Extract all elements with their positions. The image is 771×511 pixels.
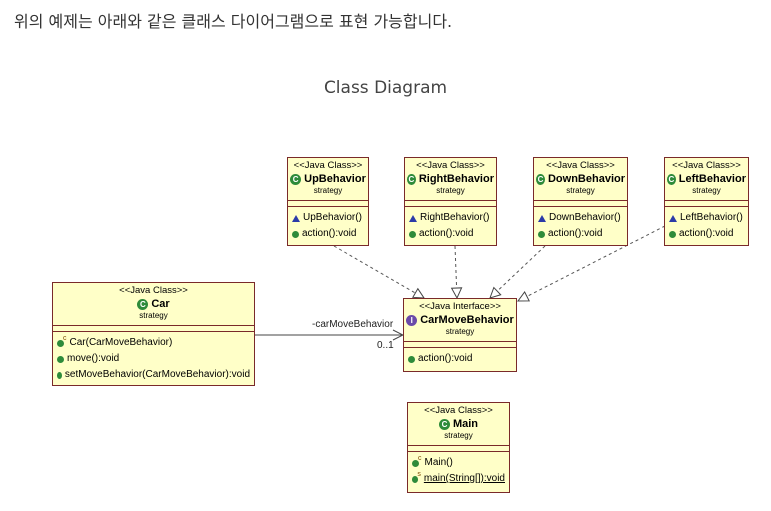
method-label: action():void [302, 228, 357, 239]
method-label: action():void [548, 228, 603, 239]
public-method-icon [57, 355, 64, 363]
interface-name: CarMoveBehavior [420, 314, 514, 326]
stereotype-label: <<Java Interface>> [419, 301, 501, 312]
public-method-icon [409, 230, 416, 238]
class-icon: C [137, 298, 149, 310]
constructor-label: Main() [424, 457, 453, 468]
constructor-label: UpBehavior() [303, 212, 362, 223]
constructor-icon [409, 214, 417, 222]
class-name: Car [151, 298, 170, 310]
method-label: main(String[]):void [423, 473, 505, 484]
method-label: action():void [419, 228, 474, 239]
stereotype-label: <<Java Class>> [546, 160, 615, 171]
attributes-compartment [53, 326, 254, 332]
public-method-icon [538, 230, 545, 238]
association-role-label: -carMoveBehavior [312, 319, 394, 330]
public-method-icon [408, 355, 415, 363]
stereotype-label: <<Java Class>> [293, 160, 363, 171]
constructor-icon [669, 214, 677, 222]
attributes-compartment [288, 201, 368, 207]
class-icon: C [407, 173, 416, 185]
class-name: LeftBehavior [678, 173, 746, 185]
class-name: UpBehavior [304, 173, 366, 185]
realization-right [455, 245, 457, 298]
package-label: strategy [692, 186, 721, 195]
package-label: strategy [445, 327, 475, 336]
constructor-label: DownBehavior() [549, 212, 621, 223]
attributes-compartment [665, 201, 748, 207]
class-name: Main [452, 418, 479, 430]
method-label: move():void [67, 353, 120, 364]
class-icon: C [536, 173, 545, 185]
attributes-compartment [405, 201, 496, 207]
realization-up [333, 245, 424, 298]
constructor-label: LeftBehavior() [680, 212, 743, 223]
class-icon: C [438, 418, 450, 430]
class-icon: C [667, 173, 676, 185]
stereotype-label: <<Java Class>> [424, 405, 493, 416]
package-label: strategy [566, 186, 595, 195]
public-method-icon [57, 371, 62, 379]
package-label: strategy [139, 311, 168, 320]
class-icon: C [290, 173, 302, 185]
method-label: setMoveBehavior(CarMoveBehavior):void [64, 369, 250, 380]
package-label: strategy [444, 431, 473, 440]
constructor-label: RightBehavior() [420, 212, 490, 223]
method-label: action():void [679, 228, 734, 239]
class-name: RightBehavior [418, 173, 494, 185]
stereotype-label: <<Java Class>> [119, 285, 188, 296]
package-label: strategy [313, 186, 343, 195]
attributes-compartment [404, 342, 516, 348]
intro-text: 위의 예제는 아래와 같은 클래스 다이어그램으로 표현 가능합니다. [14, 12, 453, 31]
static-method-icon [412, 475, 419, 483]
constructor-icon [412, 459, 419, 467]
class-name: DownBehavior [547, 173, 625, 185]
public-method-icon [292, 230, 299, 238]
method-label: action():void [418, 353, 473, 364]
constructor-label: Car(CarMoveBehavior) [69, 337, 173, 348]
public-method-icon [669, 230, 676, 238]
realization-down [490, 245, 546, 298]
constructor-icon [57, 339, 64, 347]
association-multiplicity-label: 0..1 [377, 340, 394, 351]
constructor-icon [292, 214, 300, 222]
constructor-icon [538, 214, 546, 222]
diagram-title: Class Diagram [323, 78, 448, 98]
package-label: strategy [436, 186, 465, 195]
attributes-compartment [534, 201, 627, 207]
stereotype-label: <<Java Class>> [672, 160, 741, 171]
attributes-compartment [408, 446, 509, 452]
stereotype-label: <<Java Class>> [416, 160, 485, 171]
interface-icon: I [406, 314, 418, 326]
